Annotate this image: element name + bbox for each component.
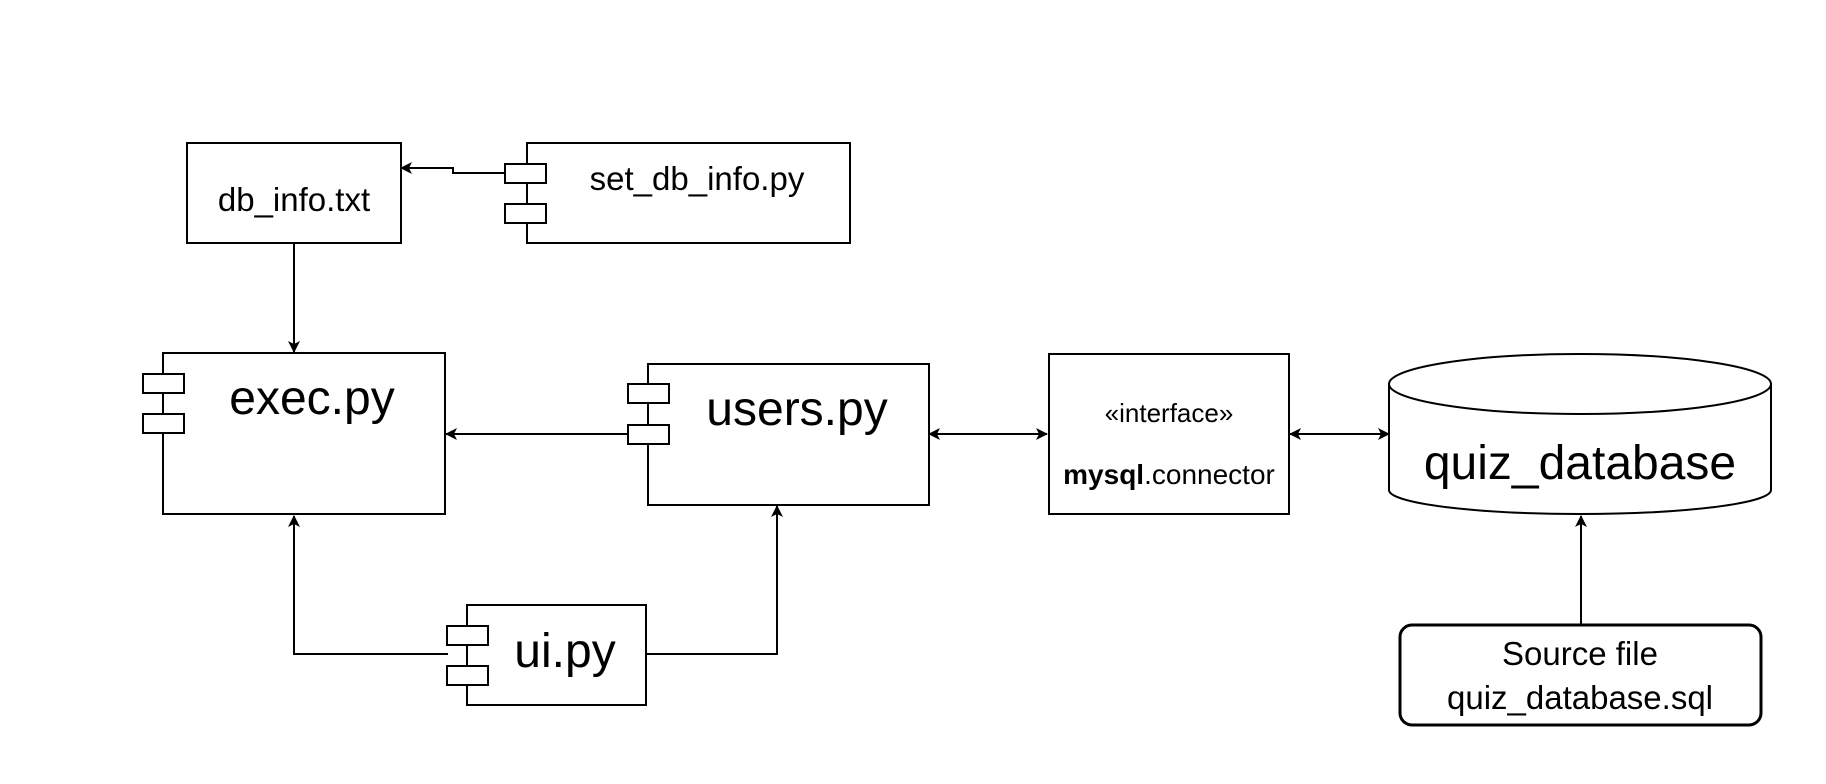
node-db-info-txt: db_info.txt — [186, 142, 402, 244]
database-cylinder-icon — [1388, 383, 1772, 515]
edge-ui-to-users — [646, 505, 783, 655]
connector-label: mysql.connector — [1063, 459, 1275, 490]
component-port-icon — [446, 625, 489, 646]
node-source-file: Source file quiz_database.sql — [1398, 623, 1763, 727]
component-port-icon — [627, 383, 670, 404]
node-quiz-database: quiz_database — [1388, 353, 1772, 515]
db-info-label: db_info.txt — [218, 181, 370, 218]
interface-stereotype: «interface» — [1105, 398, 1234, 428]
source-file-line1: Source file — [1502, 635, 1658, 672]
edge-set-db-info-to-db-info — [400, 162, 505, 174]
component-port-icon — [446, 665, 489, 686]
component-port-icon — [627, 424, 670, 445]
node-mysql-connector-interface: «interface» mysql.connector — [1048, 353, 1290, 515]
node-users-py: users.py — [627, 363, 930, 506]
component-port-icon — [142, 373, 185, 394]
source-file-line2: quiz_database.sql — [1447, 679, 1713, 716]
exec-label: exec.py — [229, 372, 394, 425]
quiz-database-label: quiz_database — [1424, 437, 1736, 490]
node-ui-py: ui.py — [446, 604, 647, 706]
node-exec-py: exec.py — [142, 352, 446, 515]
users-label: users.py — [706, 383, 887, 436]
edge-ui-to-exec — [288, 515, 448, 655]
ui-label: ui.py — [514, 625, 615, 678]
component-port-icon — [142, 413, 185, 434]
component-port-icon — [504, 203, 547, 224]
connector-label-bold: mysql — [1063, 459, 1144, 490]
component-port-icon — [504, 163, 547, 184]
node-set-db-info-py: set_db_info.py — [504, 142, 851, 244]
set-db-info-label: set_db_info.py — [590, 160, 805, 197]
connector-label-rest: .connector — [1144, 459, 1275, 490]
